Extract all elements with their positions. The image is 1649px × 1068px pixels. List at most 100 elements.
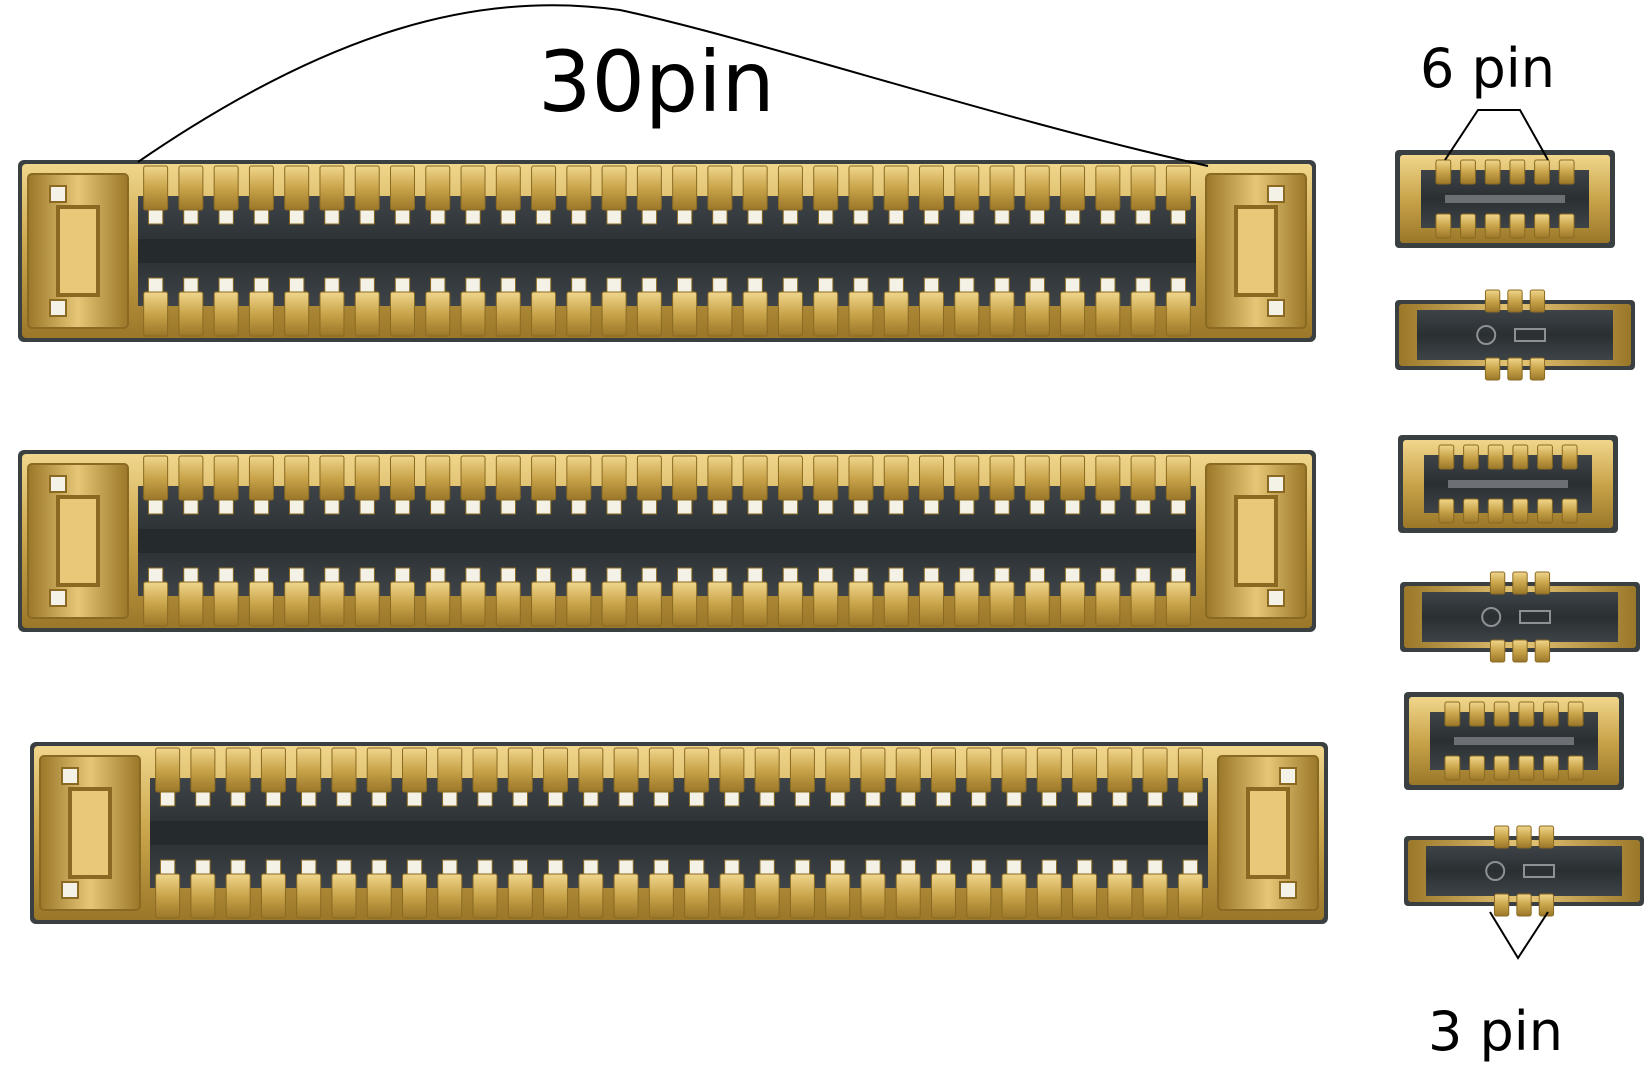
pin-bottom: [789, 873, 815, 919]
pin-top-pad: [1135, 499, 1151, 515]
pin-top: [1493, 701, 1510, 727]
pin-bottom: [672, 581, 698, 627]
pin-top-pad: [923, 499, 940, 515]
pin-top-pad: [747, 499, 763, 515]
pin-bottom: [566, 291, 592, 337]
part-marking: [1519, 610, 1551, 624]
pin-bottom: [1509, 213, 1526, 239]
pin-bottom: [601, 581, 627, 627]
pin-top: [1463, 444, 1479, 470]
pin-bottom: [425, 581, 451, 627]
pin-top: [1484, 289, 1501, 313]
pin-top-pad: [606, 499, 622, 515]
pin-bottom-pad: [1135, 277, 1151, 293]
pin-top: [531, 165, 557, 211]
part-marking: [1476, 325, 1497, 345]
pin-top-pad: [676, 209, 693, 225]
pin-bottom: [672, 291, 698, 337]
pin-bottom: [543, 873, 569, 919]
pin-top-pad: [1182, 791, 1199, 807]
pin-bottom-pad: [1135, 567, 1151, 583]
pin-bottom: [143, 291, 169, 337]
pin-bottom: [143, 581, 169, 627]
pin-bottom-pad: [394, 277, 411, 293]
end-cap-pad: [61, 767, 79, 785]
pin-top: [1165, 165, 1191, 211]
pin-top: [966, 747, 992, 793]
pin-bottom: [331, 873, 357, 919]
pin-bottom: [848, 581, 874, 627]
pin-top-pad: [959, 499, 975, 515]
pin-top-pad: [1076, 791, 1093, 807]
pin-top-pad: [442, 791, 458, 807]
pin-top: [578, 747, 604, 793]
pin-bottom-pad: [465, 567, 481, 583]
pin-bottom-pad: [747, 567, 763, 583]
pin-bottom-pad: [465, 277, 481, 293]
pin-top-pad: [218, 209, 234, 225]
pin-top: [672, 165, 698, 211]
pin-top: [1036, 747, 1062, 793]
pin-top-pad: [159, 791, 176, 807]
end-cap-pad: [49, 589, 67, 607]
pin-bottom: [648, 873, 674, 919]
pin-top-pad: [1006, 791, 1022, 807]
pin-bottom: [1435, 213, 1452, 239]
end-cap-pad: [1267, 589, 1285, 607]
pin-bottom: [1130, 291, 1156, 337]
pin-bottom-pad: [994, 277, 1010, 293]
pin-bottom-pad: [724, 859, 740, 875]
pin-top: [319, 165, 345, 211]
pin-bottom: [178, 581, 204, 627]
callout-30pin: [137, 4, 1209, 167]
pin-bottom: [1484, 357, 1501, 381]
pin-bottom: [1543, 755, 1559, 781]
pin-bottom: [1512, 498, 1529, 524]
pin-bottom: [531, 291, 557, 337]
pin-top: [284, 165, 310, 211]
pin-bottom-pad: [641, 277, 658, 293]
pin-top-pad: [583, 791, 599, 807]
pin-top: [707, 455, 733, 501]
pin-bottom: [742, 581, 768, 627]
pin-bottom: [813, 291, 839, 337]
pin-bottom: [507, 873, 533, 919]
pin-bottom-pad: [512, 859, 528, 875]
connector-slot: [1445, 195, 1565, 203]
pin-top: [260, 747, 286, 793]
pin-bottom-pad: [583, 859, 599, 875]
end-cap-latch-face: [1238, 209, 1274, 293]
pin-bottom-pad: [747, 277, 763, 293]
pin-bottom: [248, 581, 274, 627]
pin-top-pad: [289, 499, 305, 515]
pin-bottom: [390, 581, 415, 627]
pin-top: [1460, 159, 1476, 185]
pin-top: [1130, 455, 1156, 501]
pin-bottom: [390, 291, 415, 337]
pin-bottom-pad: [500, 567, 516, 583]
end-cap-pad: [1267, 185, 1285, 203]
pin-top-pad: [724, 791, 740, 807]
pin-bottom: [190, 873, 216, 919]
pin-bottom: [919, 581, 944, 627]
pin-top: [1507, 289, 1523, 313]
pin-bottom: [1130, 581, 1156, 627]
pin-bottom: [636, 291, 662, 337]
pin-bottom: [1142, 873, 1168, 919]
pin-bottom-pad: [712, 277, 728, 293]
pin-top-pad: [818, 209, 834, 225]
pin-top-pad: [782, 209, 799, 225]
pin-top-pad: [606, 209, 622, 225]
pin-top: [742, 165, 768, 211]
pin-top-pad: [147, 209, 164, 225]
pin-bottom-pad: [253, 277, 270, 293]
pin-bottom-pad: [336, 859, 352, 875]
pin-bottom-pad: [1064, 277, 1081, 293]
pin-top: [178, 165, 204, 211]
connector-3pin-3: [1404, 825, 1644, 917]
pin-bottom: [883, 581, 909, 627]
pin-top-pad: [853, 499, 869, 515]
pin-top-pad: [465, 499, 481, 515]
pin-top: [613, 747, 639, 793]
part-marking: [1523, 864, 1555, 878]
